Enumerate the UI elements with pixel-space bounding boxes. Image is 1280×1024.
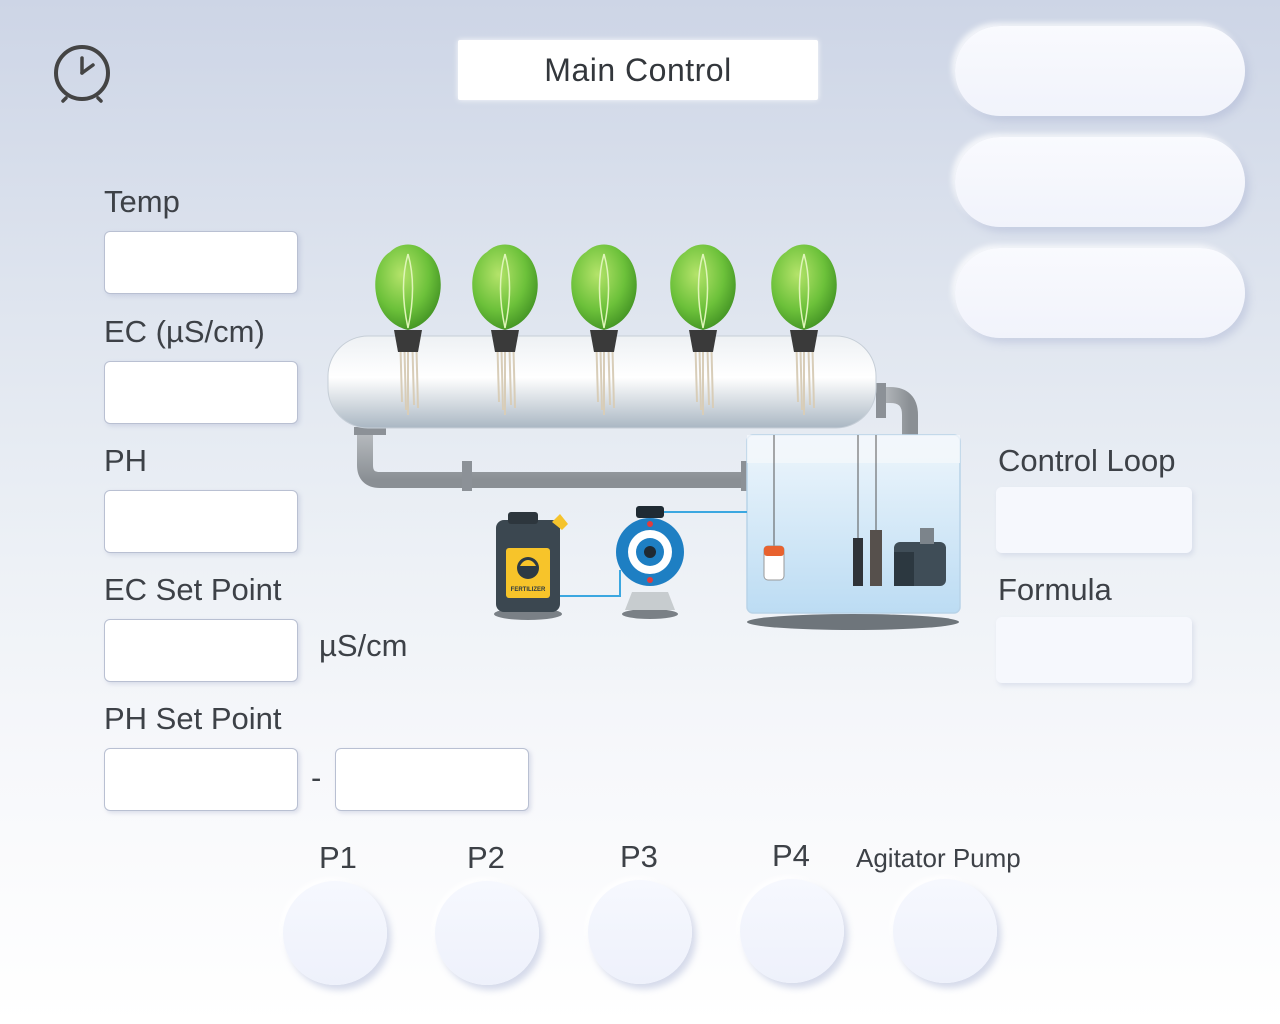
temp-label: Temp xyxy=(104,184,180,219)
hydroponic-system-illustration: FERTILIZER xyxy=(320,230,970,640)
ph-range-separator: - xyxy=(311,760,322,795)
ph-setpoint-high-field[interactable] xyxy=(335,748,529,811)
menu-button-3[interactable] xyxy=(955,248,1245,338)
ph-setpoint-low-field[interactable] xyxy=(104,748,298,811)
agitator-pump-button[interactable] xyxy=(893,879,997,983)
formula-field[interactable] xyxy=(996,617,1192,683)
menu-button-1[interactable] xyxy=(955,26,1245,116)
ec-label: EC (µS/cm) xyxy=(104,314,265,349)
pump-label-agitator: Agitator Pump xyxy=(856,843,1021,873)
fertilizer-label: FERTILIZER xyxy=(511,587,546,593)
page-title: Main Control xyxy=(458,40,818,100)
temp-field[interactable] xyxy=(104,231,298,294)
clock-icon[interactable] xyxy=(52,43,112,103)
ec-field[interactable] xyxy=(104,361,298,424)
pump-p3-button[interactable] xyxy=(588,880,692,984)
ec-unit-label: µS/cm xyxy=(319,628,408,663)
control-loop-label: Control Loop xyxy=(998,443,1176,478)
ph-label: PH xyxy=(104,443,148,478)
pump-label-p4: P4 xyxy=(772,838,810,873)
menu-button-2[interactable] xyxy=(955,137,1245,227)
pump-p1-button[interactable] xyxy=(283,881,387,985)
pump-label-p1: P1 xyxy=(319,840,357,875)
pump-label-p2: P2 xyxy=(467,840,505,875)
ec-setpoint-field[interactable] xyxy=(104,619,298,682)
pump-p2-button[interactable] xyxy=(435,881,539,985)
ec-setpoint-label: EC Set Point xyxy=(104,572,282,607)
control-loop-field[interactable] xyxy=(996,487,1192,553)
ph-field[interactable] xyxy=(104,490,298,553)
ph-setpoint-label: PH Set Point xyxy=(104,701,282,736)
formula-label: Formula xyxy=(998,572,1112,607)
pump-label-p3: P3 xyxy=(620,839,658,874)
pump-p4-button[interactable] xyxy=(740,879,844,983)
